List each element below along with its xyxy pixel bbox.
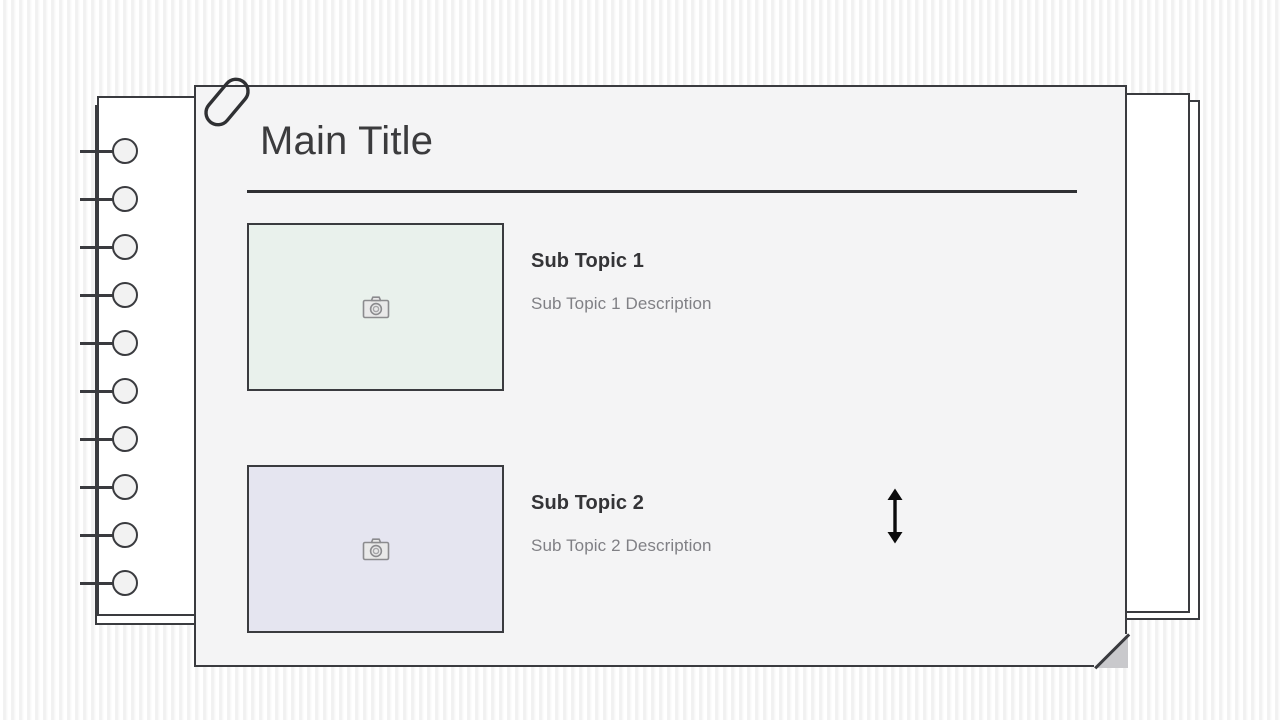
camera-icon	[362, 296, 389, 319]
spiral-ring	[112, 522, 138, 548]
spiral-bar	[80, 198, 116, 201]
spiral-ring	[112, 570, 138, 596]
spiral-ring	[112, 378, 138, 404]
spiral-bar	[80, 246, 116, 249]
slide-card[interactable]: Main Title Sub Topic 1 Sub Topic 1 Descr…	[194, 85, 1130, 669]
image-placeholder[interactable]	[247, 465, 507, 636]
spiral-binding	[80, 96, 150, 616]
spiral-bar	[80, 342, 116, 345]
topic-text-block: Sub Topic 2 Sub Topic 2 Description	[531, 465, 712, 556]
spiral-bar	[80, 150, 116, 153]
spiral-bar	[80, 390, 116, 393]
topic-row[interactable]: Sub Topic 1 Sub Topic 1 Description	[247, 223, 712, 394]
spiral-ring	[112, 186, 138, 212]
spiral-bar	[80, 486, 116, 489]
spiral-bar	[80, 294, 116, 297]
spiral-ring	[112, 138, 138, 164]
spiral-ring	[112, 474, 138, 500]
topic-heading: Sub Topic 2	[531, 492, 644, 514]
title-divider	[247, 190, 1077, 193]
topic-row[interactable]: Sub Topic 2 Sub Topic 2 Description	[247, 465, 712, 636]
spiral-bar	[80, 582, 116, 585]
spiral-ring	[112, 426, 138, 452]
spiral-ring	[112, 234, 138, 260]
topic-description: Sub Topic 1 Description	[531, 294, 712, 313]
spiral-bar	[80, 438, 116, 441]
topic-heading: Sub Topic 1	[531, 250, 644, 272]
topic-description: Sub Topic 2 Description	[531, 536, 712, 555]
up-down-arrow-icon[interactable]	[880, 487, 910, 545]
topic-text-block: Sub Topic 1 Sub Topic 1 Description	[531, 223, 712, 314]
spiral-ring	[112, 330, 138, 356]
camera-icon	[362, 538, 389, 561]
spiral-bar	[80, 534, 116, 537]
page-title: Main Title	[260, 119, 434, 163]
image-placeholder[interactable]	[247, 223, 507, 394]
spiral-ring	[112, 282, 138, 308]
